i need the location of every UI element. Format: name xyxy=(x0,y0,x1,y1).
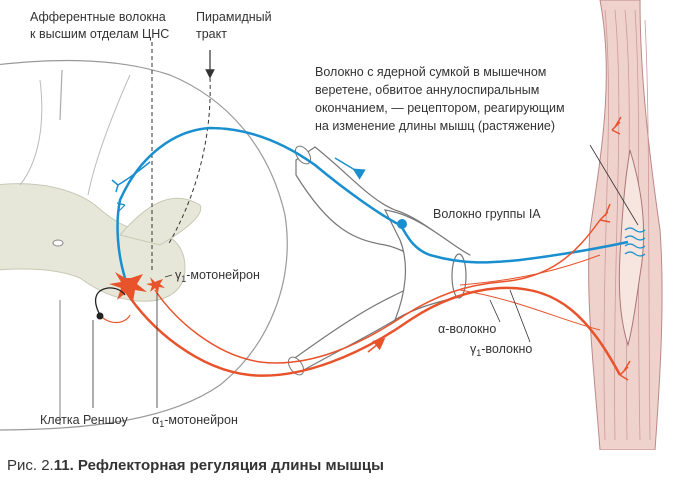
ganglion-cell-body xyxy=(397,219,407,229)
fiber-ia-label: Волокно группы IA xyxy=(433,207,541,221)
caption-prefix: Рис. 2. xyxy=(7,457,54,474)
spindle-label-line2: веретене, обвитое аннулоспиральным xyxy=(315,83,539,97)
spinal-cord xyxy=(0,59,288,431)
figure-caption: Рис. 2.11. Рефлекторная регуляция длины … xyxy=(7,457,384,474)
afferent-label-line2: к высшим отделам ЦНС xyxy=(30,27,169,41)
ia-afferent-fiber xyxy=(111,126,629,279)
annulospiral-ending xyxy=(624,227,646,257)
spindle-label-line1: Волокно с ядерной сумкой в мышечном xyxy=(315,65,546,79)
gamma-motoneuron-label: γ1-мотонейрон xyxy=(175,268,260,284)
caption-number: 11. xyxy=(53,457,74,474)
spindle-label-line3: окончанием, — рецептором, реагирующим xyxy=(315,101,565,115)
renshaw-cell-label: Клетка Реншоу xyxy=(40,413,128,427)
reflex-diagram: Афферентные волокна к высшим отделам ЦНС… xyxy=(0,0,663,450)
pyramidal-tract-arrow xyxy=(167,50,215,246)
renshaw-cell xyxy=(94,287,131,324)
alpha-motoneuron xyxy=(109,272,147,302)
pointer-lines xyxy=(92,144,639,408)
muscle xyxy=(588,0,663,450)
alpha-motoneuron-label: α1-мотонейрон xyxy=(152,413,238,429)
spindle-label-line4: на изменение длины мышц (растяжение) xyxy=(315,119,555,133)
pyramidal-label-line2: тракт xyxy=(196,27,227,41)
alpha-fiber-label: α-волокно xyxy=(438,322,496,336)
muscle-spindle xyxy=(618,149,645,347)
gamma-fiber-label: γ1-волокно xyxy=(470,342,532,358)
central-canal xyxy=(52,239,64,247)
efferent-fibers xyxy=(123,116,631,381)
gray-matter xyxy=(0,183,186,302)
caption-title: Рефлекторная регуляция длины мышцы xyxy=(73,457,384,474)
afferent-label-line1: Афферентные волокна xyxy=(30,10,166,24)
pyramidal-label-line1: Пирамидный xyxy=(196,10,272,24)
gamma-motoneuron xyxy=(146,277,165,293)
